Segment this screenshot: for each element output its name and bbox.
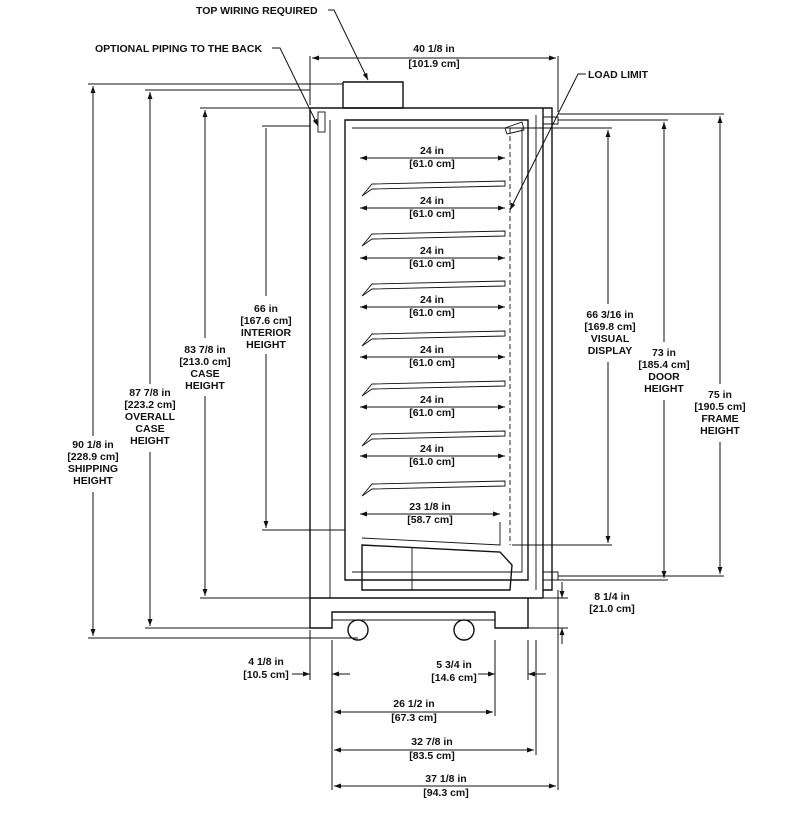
frame-height-caption-2: HEIGHT bbox=[700, 425, 740, 437]
interior-height-metric: [167.6 cm] bbox=[240, 315, 291, 327]
shipping-height-caption-2: HEIGHT bbox=[73, 475, 113, 487]
shelf-width-metric-2: [61.0 cm] bbox=[409, 208, 455, 220]
case-height-caption-1: CASE bbox=[190, 368, 219, 380]
top-width-label: 40 1/8 in bbox=[413, 43, 454, 55]
shelf-width-metric-3: [61.0 cm] bbox=[409, 258, 455, 270]
base-height-label: 8 1/4 in bbox=[594, 591, 630, 603]
shelf-width-metric-6: [61.0 cm] bbox=[409, 407, 455, 419]
right-height-dimensions: 66 3/16 in [169.8 cm] VISUAL DISPLAY 73 … bbox=[512, 113, 746, 644]
shelf-width-metric-7: [61.0 cm] bbox=[409, 456, 455, 468]
case-depth-label: 32 7/8 in bbox=[411, 736, 452, 748]
bottom-shelf-width-label: 23 1/8 in bbox=[409, 501, 450, 513]
door-height-caption-2: HEIGHT bbox=[644, 383, 684, 395]
frame-height-label: 75 in bbox=[708, 389, 732, 401]
shelf-width-label-4: 24 in bbox=[420, 294, 444, 306]
frame-height-metric: [190.5 cm] bbox=[694, 401, 745, 413]
bottom-shelf-width-metric: [58.7 cm] bbox=[407, 514, 453, 526]
case-height-caption-2: HEIGHT bbox=[185, 380, 225, 392]
door-height-label: 73 in bbox=[652, 347, 676, 359]
top-callouts: TOP WIRING REQUIRED OPTIONAL PIPING TO T… bbox=[95, 5, 649, 211]
front-offset-label: 5 3/4 in bbox=[436, 659, 472, 671]
overall-case-height-caption-1: OVERALL bbox=[125, 411, 176, 423]
overall-case-height-label: 87 7/8 in bbox=[129, 387, 170, 399]
overall-depth-label: 37 1/8 in bbox=[425, 773, 466, 785]
load-limit-callout: LOAD LIMIT bbox=[588, 69, 649, 81]
rear-caster-icon bbox=[347, 619, 369, 641]
base-height-metric: [21.0 cm] bbox=[589, 603, 635, 615]
interior-height-caption-2: HEIGHT bbox=[246, 339, 286, 351]
shelf-width-label-7: 24 in bbox=[420, 443, 444, 455]
front-caster-icon bbox=[453, 619, 475, 641]
shelves bbox=[361, 180, 506, 497]
case-height-metric: [213.0 cm] bbox=[179, 356, 230, 368]
overall-depth-metric: [94.3 cm] bbox=[423, 787, 469, 799]
rear-offset-label: 4 1/8 in bbox=[248, 656, 284, 668]
shelf-width-metric-4: [61.0 cm] bbox=[409, 307, 455, 319]
visual-display-label: 66 3/16 in bbox=[586, 309, 633, 321]
top-width-dimension: 40 1/8 in [101.9 cm] bbox=[309, 43, 559, 112]
shelf-width-label-3: 24 in bbox=[420, 245, 444, 257]
shelf-width-label-1: 24 in bbox=[420, 145, 444, 157]
overall-case-height-caption-2: CASE bbox=[135, 423, 164, 435]
shelf-width-label-6: 24 in bbox=[420, 394, 444, 406]
left-height-dimensions: 66 in [167.6 cm] INTERIOR HEIGHT 83 7/8 … bbox=[67, 83, 358, 639]
optional-piping-callout: OPTIONAL PIPING TO THE BACK bbox=[95, 43, 262, 55]
shipping-height-caption-1: SHIPPING bbox=[68, 463, 118, 475]
top-width-metric: [101.9 cm] bbox=[408, 58, 459, 70]
piping-stub-icon bbox=[317, 111, 326, 133]
bottom-depth-dimensions: 4 1/8 in [10.5 cm] 5 3/4 in [14.6 cm] 26… bbox=[243, 590, 559, 799]
case-height-label: 83 7/8 in bbox=[184, 344, 225, 356]
case-depth-metric: [83.5 cm] bbox=[409, 750, 455, 762]
base-depth-label: 26 1/2 in bbox=[393, 698, 434, 710]
shipping-height-metric: [228.9 cm] bbox=[67, 451, 118, 463]
shelf-width-label-2: 24 in bbox=[420, 195, 444, 207]
shipping-height-label: 90 1/8 in bbox=[72, 439, 113, 451]
shelf-width-metric-5: [61.0 cm] bbox=[409, 357, 455, 369]
base-depth-metric: [67.3 cm] bbox=[391, 712, 437, 724]
shelf-width-metric-1: [61.0 cm] bbox=[409, 158, 455, 170]
front-offset-metric: [14.6 cm] bbox=[431, 672, 477, 684]
shelf-dimensions: 24 in [61.0 cm] 24 in [61.0 cm] 24 in [6… bbox=[360, 145, 505, 526]
door-height-caption-1: DOOR bbox=[648, 371, 680, 383]
visual-display-caption-1: VISUAL bbox=[591, 333, 630, 345]
frame-height-caption-1: FRAME bbox=[701, 413, 738, 425]
visual-display-caption-2: DISPLAY bbox=[588, 345, 633, 357]
interior-height-label: 66 in bbox=[254, 303, 278, 315]
shelf-width-label-5: 24 in bbox=[420, 344, 444, 356]
rear-offset-metric: [10.5 cm] bbox=[243, 669, 289, 681]
visual-display-metric: [169.8 cm] bbox=[584, 321, 635, 333]
interior-height-caption-1: INTERIOR bbox=[241, 327, 292, 339]
case-outline bbox=[309, 81, 559, 641]
door-height-metric: [185.4 cm] bbox=[638, 359, 689, 371]
overall-case-height-caption-3: HEIGHT bbox=[130, 435, 170, 447]
top-wiring-callout: TOP WIRING REQUIRED bbox=[196, 5, 318, 17]
overall-case-height-metric: [223.2 cm] bbox=[124, 399, 175, 411]
